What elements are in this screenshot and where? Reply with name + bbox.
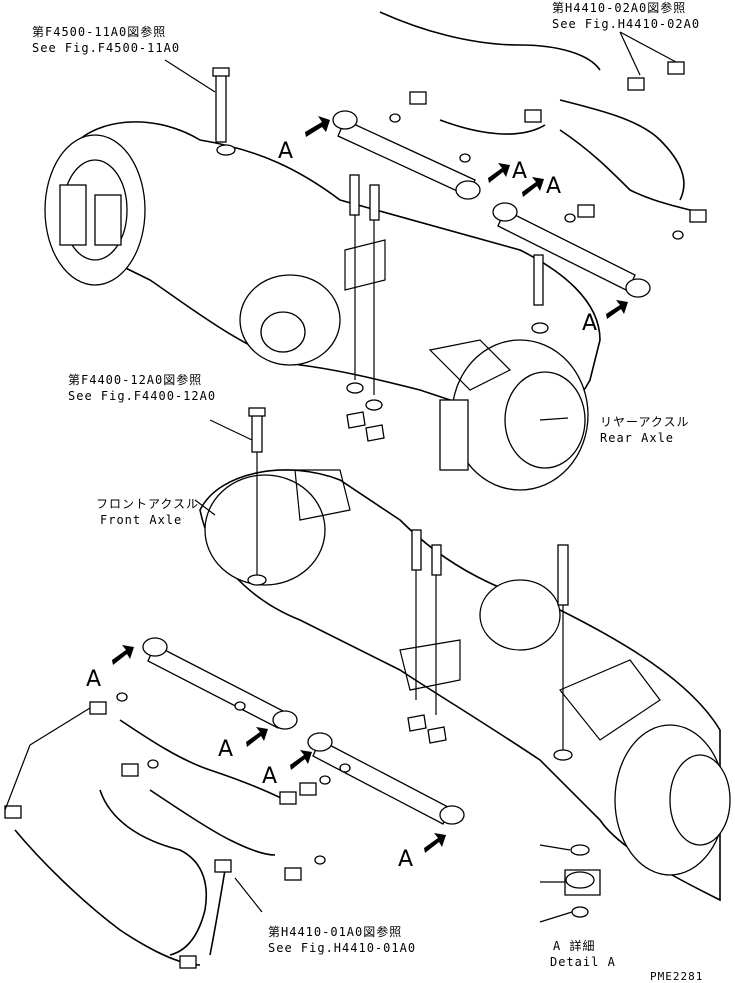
callout-a-1: A [278,116,330,164]
ref-f4500-en: See Fig.F4500-11A0 [32,41,180,55]
svg-text:A: A [278,139,293,164]
front-axle-label-jp: フロントアクスル [96,497,199,511]
ref-f4500-jp: 第F4500-11A0図参照 [32,24,166,39]
callout-a-3: A [522,174,561,199]
detail-a-graphic [539,844,601,923]
detail-labels: A 詳細 Detail A [550,938,616,969]
callout-a-4: A [582,300,628,336]
detail-a-label-jp: A 詳細 [553,938,595,953]
svg-text:A: A [218,737,233,762]
callout-a-5: A [86,645,134,692]
leader-lines [4,31,677,913]
rear-axle-label-jp: リヤーアクスル [600,415,690,429]
callout-a-6: A [218,727,268,762]
svg-text:A: A [546,174,561,199]
axle-labels: リヤーアクスル Rear Axle フロントアクスル Front Axle [96,415,690,527]
rear-axle-assembly [44,11,707,491]
svg-text:A: A [86,667,101,692]
rear-axle-label-en: Rear Axle [600,431,674,445]
ref-h4410-02-en: See Fig.H4410-02A0 [552,17,700,31]
reference-labels: 第F4500-11A0図参照 See Fig.F4500-11A0 第H4410… [32,0,700,955]
svg-text:A: A [398,847,413,872]
front-axle-assembly [4,407,731,969]
ref-f4400-jp: 第F4400-12A0図参照 [68,372,202,387]
ref-f4400-en: See Fig.F4400-12A0 [68,389,216,403]
drawing-code: PME2281 [650,970,703,983]
ref-h4410-02-jp: 第H4410-02A0図参照 [552,0,686,15]
front-axle-label-en: Front Axle [100,513,182,527]
ref-h4410-01-jp: 第H4410-01A0図参照 [268,924,402,939]
callout-a-2: A [488,159,527,184]
svg-text:A: A [262,764,277,789]
callout-a-8: A [398,833,446,872]
callout-arrows: A A A A A A A A [86,116,628,872]
detail-a-label-en: Detail A [550,955,616,969]
svg-text:A: A [512,159,527,184]
callout-a-7: A [262,750,312,789]
svg-text:A: A [582,311,597,336]
ref-h4410-01-en: See Fig.H4410-01A0 [268,941,416,955]
